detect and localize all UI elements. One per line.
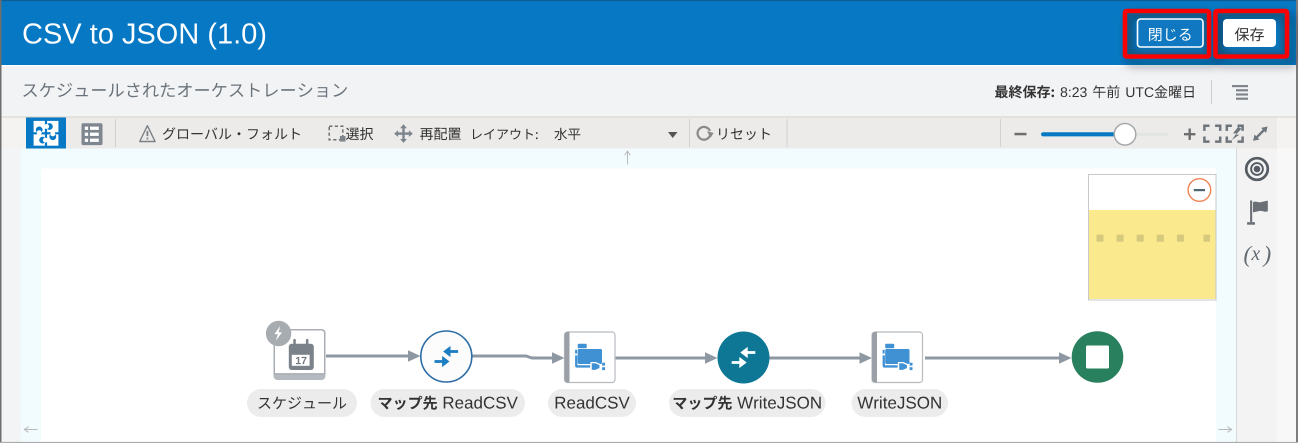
svg-text:(: ( — [1244, 242, 1253, 267]
svg-text:x: x — [1251, 244, 1261, 265]
svg-text:): ) — [1262, 242, 1272, 267]
